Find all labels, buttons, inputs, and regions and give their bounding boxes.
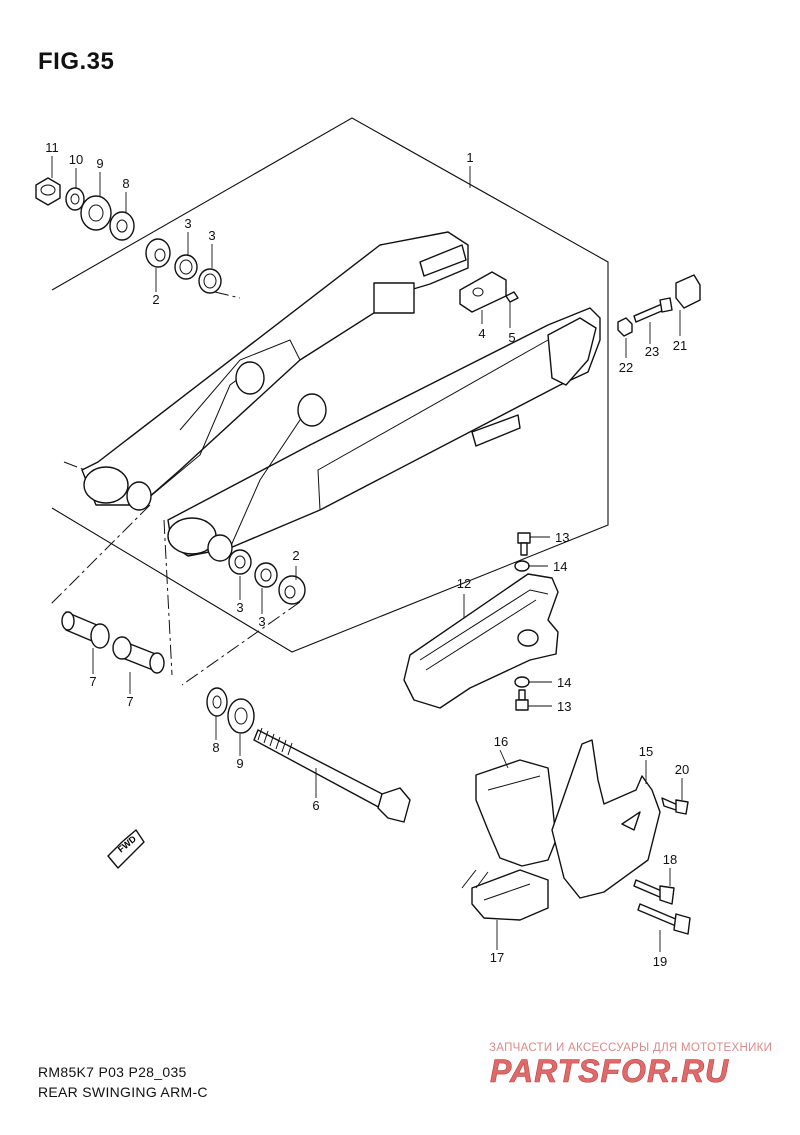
fwd-arrow-icon: FWD (107, 829, 145, 869)
part-4-plate (459, 271, 507, 313)
callout-14: 14 (553, 559, 567, 574)
callout-8: 8 (212, 740, 219, 755)
callout-7: 7 (126, 694, 133, 709)
callout-18: 18 (663, 852, 677, 867)
part-2-seal-top (145, 238, 171, 268)
part-19-bolt (637, 903, 691, 935)
callout-16: 16 (494, 734, 508, 749)
leader-lines (51, 156, 683, 952)
part-14-spacer-top (514, 560, 530, 572)
callout-14: 14 (557, 675, 571, 690)
callout-13: 13 (557, 699, 571, 714)
callout-2: 2 (292, 548, 299, 563)
callout-1: 1 (466, 150, 473, 165)
part-22-nut (617, 317, 633, 337)
part-7-collar-a (61, 611, 110, 649)
part-20-bolt (661, 797, 689, 815)
part-3-bearing-top-b (198, 268, 222, 294)
callout-23: 23 (645, 344, 659, 359)
figure-name: REAR SWINGING ARM-C (38, 1084, 208, 1100)
part-10-washer (65, 187, 85, 211)
part-14-spacer-low (514, 676, 530, 688)
callout-4: 4 (478, 326, 485, 341)
callout-22: 22 (619, 360, 633, 375)
callout-21: 21 (673, 338, 687, 353)
part-8-washer (109, 211, 135, 241)
part-5-screw (505, 291, 519, 303)
svg-text:PARTSFOR.RU: PARTSFOR.RU (490, 1053, 729, 1088)
figure-code: RM85K7 P03 P28_035 (38, 1064, 187, 1080)
callout-9: 9 (236, 756, 243, 771)
callout-3: 3 (258, 614, 265, 629)
part-16-bracket (475, 759, 557, 867)
part-3-bearing-top-a (174, 254, 198, 280)
part-12-chain-slider (403, 573, 559, 709)
part-23-bolt (633, 297, 673, 323)
part-7-collar-b (112, 636, 165, 674)
part-11-nut (35, 177, 61, 206)
figure-title: FIG.35 (38, 48, 115, 75)
callout-7: 7 (89, 674, 96, 689)
callout-6: 6 (312, 798, 319, 813)
callout-15: 15 (639, 744, 653, 759)
swing-arm (81, 231, 601, 562)
callout-13: 13 (555, 530, 569, 545)
part-9-collar-low (227, 698, 255, 734)
watermark-tagline: ЗАПЧАСТИ И АКСЕССУАРЫ ДЛЯ МОТОТЕХНИКИ (489, 1042, 773, 1054)
part-9-collar (80, 195, 112, 231)
callout-9: 9 (96, 156, 103, 171)
callout-2: 2 (152, 292, 159, 307)
part-8-washer-low (206, 687, 228, 717)
part-13-bolt-low (515, 689, 529, 711)
callout-19: 19 (653, 954, 667, 969)
part-2-seal-low (278, 575, 306, 605)
part-3-bearing-low-a (228, 549, 252, 575)
part-15-chain-guide (551, 739, 661, 899)
part-6-pivot-shaft (253, 727, 411, 823)
callout-10: 10 (69, 152, 83, 167)
callout-3: 3 (208, 228, 215, 243)
callout-5: 5 (508, 330, 515, 345)
callout-3: 3 (236, 600, 243, 615)
part-17-guide-pad (471, 869, 549, 921)
assembly-frame (51, 117, 609, 653)
watermark-logo: PARTSFOR.RU (490, 1053, 729, 1088)
callout-12: 12 (457, 576, 471, 591)
callout-17: 17 (490, 950, 504, 965)
callout-11: 11 (45, 140, 59, 155)
callout-20: 20 (675, 762, 689, 777)
part-3-bearing-low-b (254, 562, 278, 588)
part-13-bolt-top (517, 532, 531, 556)
part-21-block (675, 274, 701, 309)
callout-3: 3 (184, 216, 191, 231)
callout-8: 8 (122, 176, 129, 191)
part-18-bolt (633, 879, 675, 905)
